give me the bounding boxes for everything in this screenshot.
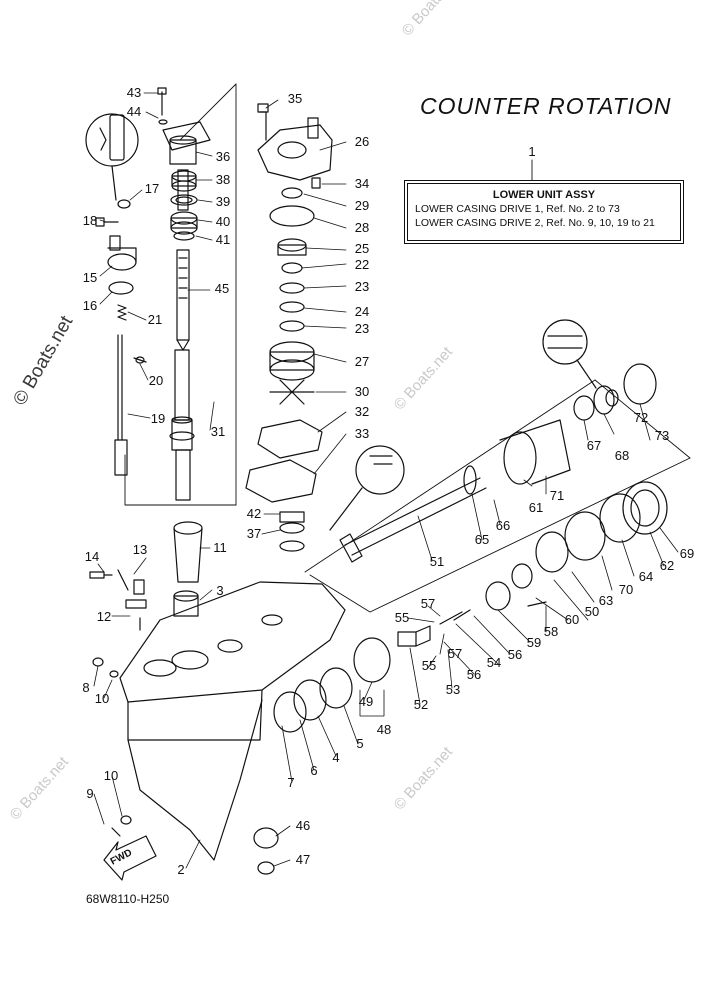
- callout-label: 30: [354, 384, 370, 399]
- callout-label: 24: [354, 304, 370, 319]
- callout-label: 34: [354, 176, 370, 191]
- callout-label: 70: [618, 582, 634, 597]
- callout-label: 23: [354, 279, 370, 294]
- callout-label: 56: [507, 647, 523, 662]
- diagram-part-number: 68W8110-H250: [86, 892, 170, 906]
- callout-label: 58: [543, 624, 559, 639]
- detail-callouts: [85, 113, 597, 531]
- callout-label: 11: [213, 540, 227, 555]
- driveshaft-assembly: [169, 169, 195, 501]
- callout-label: 2: [177, 862, 185, 877]
- callout-label: 61: [528, 500, 544, 515]
- callout-label: 37: [246, 526, 262, 541]
- callout-label: 69: [679, 546, 695, 561]
- callout-label: 28: [354, 220, 370, 235]
- callout-label: 44: [126, 104, 142, 119]
- callout-label: 26: [354, 134, 370, 149]
- callout-label: 32: [354, 404, 370, 419]
- callout-label: 55: [394, 610, 410, 625]
- callout-label: 39: [215, 194, 231, 209]
- callout-label: 64: [638, 569, 654, 584]
- callout-label: 5: [356, 736, 364, 751]
- callout-label: 14: [84, 549, 100, 564]
- assembly-note-title: LOWER UNIT ASSY: [492, 189, 596, 201]
- callout-label: 15: [82, 270, 98, 285]
- callout-label: 29: [354, 198, 370, 213]
- callout-label: 73: [654, 428, 670, 443]
- callout-label: 72: [633, 410, 649, 425]
- callout-label: 3: [216, 583, 224, 598]
- lower-casing-2: [119, 581, 346, 861]
- callout-label: 7: [287, 775, 295, 790]
- callout-label: 17: [144, 181, 160, 196]
- callout-label: 45: [214, 281, 230, 296]
- callout-label: 35: [287, 91, 303, 106]
- callout-label: 63: [598, 593, 614, 608]
- callout-label: 10: [103, 768, 119, 783]
- water-pump-assembly: [245, 103, 333, 552]
- callout-label: 38: [215, 172, 231, 187]
- callout-label: 65: [474, 532, 490, 547]
- callout-label: 9: [86, 786, 94, 801]
- fwd-arrow: [103, 835, 157, 881]
- callout-label: 18: [82, 213, 98, 228]
- diagram-heading: COUNTER ROTATION: [420, 93, 672, 119]
- callout-label: 41: [215, 232, 231, 247]
- callout-label: 66: [495, 518, 511, 533]
- callout-label: 62: [659, 558, 675, 573]
- callout-label: 67: [586, 438, 602, 453]
- callout-label: 51: [429, 554, 445, 569]
- callout-label: 56: [466, 667, 482, 682]
- callout-label: 53: [445, 682, 461, 697]
- callout-label: 60: [564, 612, 580, 627]
- callout-label: 33: [354, 426, 370, 441]
- callout-label: 42: [246, 506, 262, 521]
- callout-label: 23: [354, 321, 370, 336]
- callout-label: 43: [126, 85, 142, 100]
- shift-rod-assembly: [95, 114, 147, 476]
- callout-label: 36: [215, 149, 231, 164]
- callout-label: 46: [295, 818, 311, 833]
- callout-label: 10: [94, 691, 110, 706]
- bearings-38-41: [170, 170, 198, 241]
- gear-and-clutch-parts: [253, 481, 668, 875]
- callout-label: 16: [82, 298, 98, 313]
- sleeve-11-3: [173, 521, 203, 617]
- callout-label: 57: [447, 646, 463, 661]
- leader-lines: [93, 92, 679, 869]
- callout-label: 68: [614, 448, 630, 463]
- callout-label: 59: [526, 635, 542, 650]
- callout-label: 71: [549, 488, 565, 503]
- callout-label: 20: [148, 373, 164, 388]
- assembly-note-box: LOWER UNIT ASSY LOWER CASING DRIVE 1, Re…: [407, 183, 681, 241]
- callout-label: 48: [376, 722, 392, 737]
- assembly-note-line: LOWER CASING DRIVE 1, Ref. No. 2 to 73: [415, 203, 620, 215]
- assembly-note-line: LOWER CASING DRIVE 2, Ref. No. 9, 10, 19…: [415, 217, 655, 229]
- callout-label: 1: [528, 144, 536, 159]
- callout-label: 31: [210, 424, 226, 439]
- callout-label: 8: [82, 680, 90, 695]
- callout-label: 40: [215, 214, 231, 229]
- callout-label: 22: [354, 257, 370, 272]
- upper-housing-36: [157, 87, 211, 165]
- callout-label: 50: [584, 604, 600, 619]
- callout-label: 13: [132, 542, 148, 557]
- callout-label: 52: [413, 697, 429, 712]
- callout-label: 4: [332, 750, 340, 765]
- callout-label: 25: [354, 241, 370, 256]
- callout-label: 49: [358, 694, 374, 709]
- callout-label: 27: [354, 354, 370, 369]
- callout-label: 12: [96, 609, 112, 624]
- callout-label: 55: [421, 658, 437, 673]
- callout-label: 21: [147, 312, 163, 327]
- callout-label: 6: [310, 763, 318, 778]
- callout-label: 54: [486, 655, 502, 670]
- small-fasteners: [89, 569, 147, 837]
- callout-label: 57: [420, 596, 436, 611]
- callout-label: 19: [150, 411, 166, 426]
- callout-label: 47: [295, 852, 311, 867]
